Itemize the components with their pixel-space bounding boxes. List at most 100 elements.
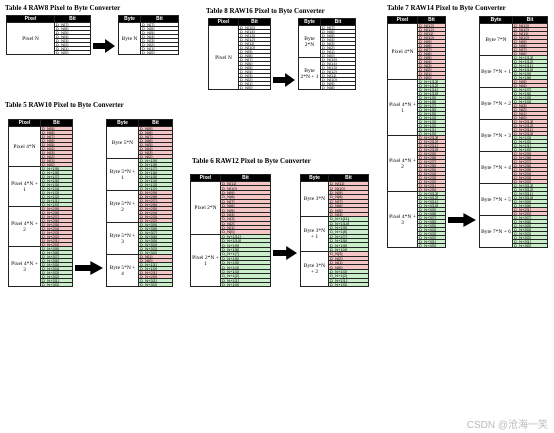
right-arrow-icon	[75, 261, 103, 275]
pixel-group-label: Pixel 4*N + 2	[387, 135, 418, 192]
byte-column-header: Byte	[118, 15, 141, 23]
table-title: Table 7 RAW14 Pixel to Byte Converter	[387, 4, 506, 12]
table-title: Table 6 RAW12 Pixel to Byte Converter	[192, 157, 311, 165]
byte-group-label: Byte 7*N + 1	[479, 55, 513, 88]
table-title: Table 4 RAW8 Pixel to Byte Converter	[5, 4, 121, 12]
pixel-group-label: Pixel 4*N + 3	[387, 191, 418, 248]
byte-group-label: Byte N	[118, 22, 141, 55]
bit-column-header: Bit	[140, 15, 179, 23]
pixel-column-header: Pixel	[208, 18, 239, 26]
byte-column-header: Byte	[300, 174, 329, 182]
bit-column-header: Bit	[320, 18, 356, 26]
byte-bit-cell: D_N+1[10]	[328, 220, 369, 226]
bit-column-header: Bit	[328, 174, 369, 182]
table-row: D_N[0]	[209, 85, 271, 90]
byte-column-header: Byte	[106, 119, 139, 127]
byte-column-header: Byte	[298, 18, 321, 26]
table-row: D_N+3[0]	[388, 243, 446, 248]
pixel-group-label: Pixel 2*N + 1	[190, 233, 221, 288]
table-row: D_N+3[0]	[9, 282, 73, 287]
pixel-group-label: Pixel 4*N + 3	[8, 246, 41, 287]
byte-group-label: Byte 7*N + 5	[479, 183, 513, 216]
table-row: D_N+1[0]	[191, 281, 271, 288]
pixel-bit-cell: D_N[0]	[54, 50, 91, 55]
pixel-group-label: Pixel 2*N	[190, 181, 221, 235]
table-row: D_N+1[0]	[301, 281, 369, 288]
right-arrow-icon	[273, 246, 297, 260]
byte-bit-cell: D_N[0]	[140, 50, 179, 55]
byte-group-label: Byte 7*N + 2	[479, 87, 513, 120]
bit-column-header: Bit	[54, 15, 91, 23]
csdn-watermark: CSDN @沧海一笑	[466, 420, 548, 431]
bit-column-header: Bit	[220, 174, 271, 182]
table-row: D_N+1[10]	[301, 220, 369, 226]
pixel-group-label: Pixel 4*N + 2	[8, 206, 41, 247]
byte-group-label: Byte 2*N + 1	[298, 57, 321, 90]
byte-group-label: Byte 5*N + 1	[106, 158, 139, 191]
bit-column-header: Bit	[138, 119, 173, 127]
bit-column-header: Bit	[512, 16, 548, 24]
pixel-column-header: Pixel	[8, 119, 41, 127]
byte-group-label: Byte 2*N	[298, 25, 321, 58]
byte-group-label: Byte 7*N	[479, 23, 513, 56]
pixel-bit-cell: D_N+1[0]	[220, 281, 271, 288]
pixel-column-header: Pixel	[190, 174, 221, 182]
byte-group-label: Byte 7*N + 4	[479, 151, 513, 184]
table-row: D_N+3[0]	[480, 243, 548, 248]
byte-group-label: Byte 5*N + 4	[106, 254, 139, 287]
byte-group-label: Byte 3*N	[300, 180, 329, 218]
byte-column-header: Byte	[479, 16, 513, 24]
byte-group-label: Byte 7*N + 6	[479, 215, 513, 248]
byte-group-label: Byte 7*N + 3	[479, 119, 513, 152]
bit-column-header: Bit	[238, 18, 271, 26]
table-title: Table 5 RAW10 Pixel to Byte Converter	[5, 101, 124, 109]
byte-group-label: Byte 3*N + 1	[300, 216, 329, 253]
byte-bit-cell: D_N[8]	[320, 85, 356, 90]
table-row: D_N+3[0]	[107, 282, 173, 287]
right-arrow-icon	[93, 39, 115, 53]
pixel-group-label: Pixel 4*N	[387, 23, 418, 80]
byte-group-label: Byte 5*N + 3	[106, 222, 139, 255]
byte-bit-cell: D_N+1[0]	[328, 281, 369, 288]
pixel-bit-cell: D_N+3[0]	[417, 243, 446, 248]
pixel-group-label: Pixel 4*N	[8, 126, 41, 167]
right-arrow-icon	[273, 73, 295, 87]
pixel-group-label: Pixel 4*N + 1	[8, 166, 41, 207]
bit-column-header: Bit	[40, 119, 73, 127]
table-row: D_N[0]	[119, 50, 179, 55]
